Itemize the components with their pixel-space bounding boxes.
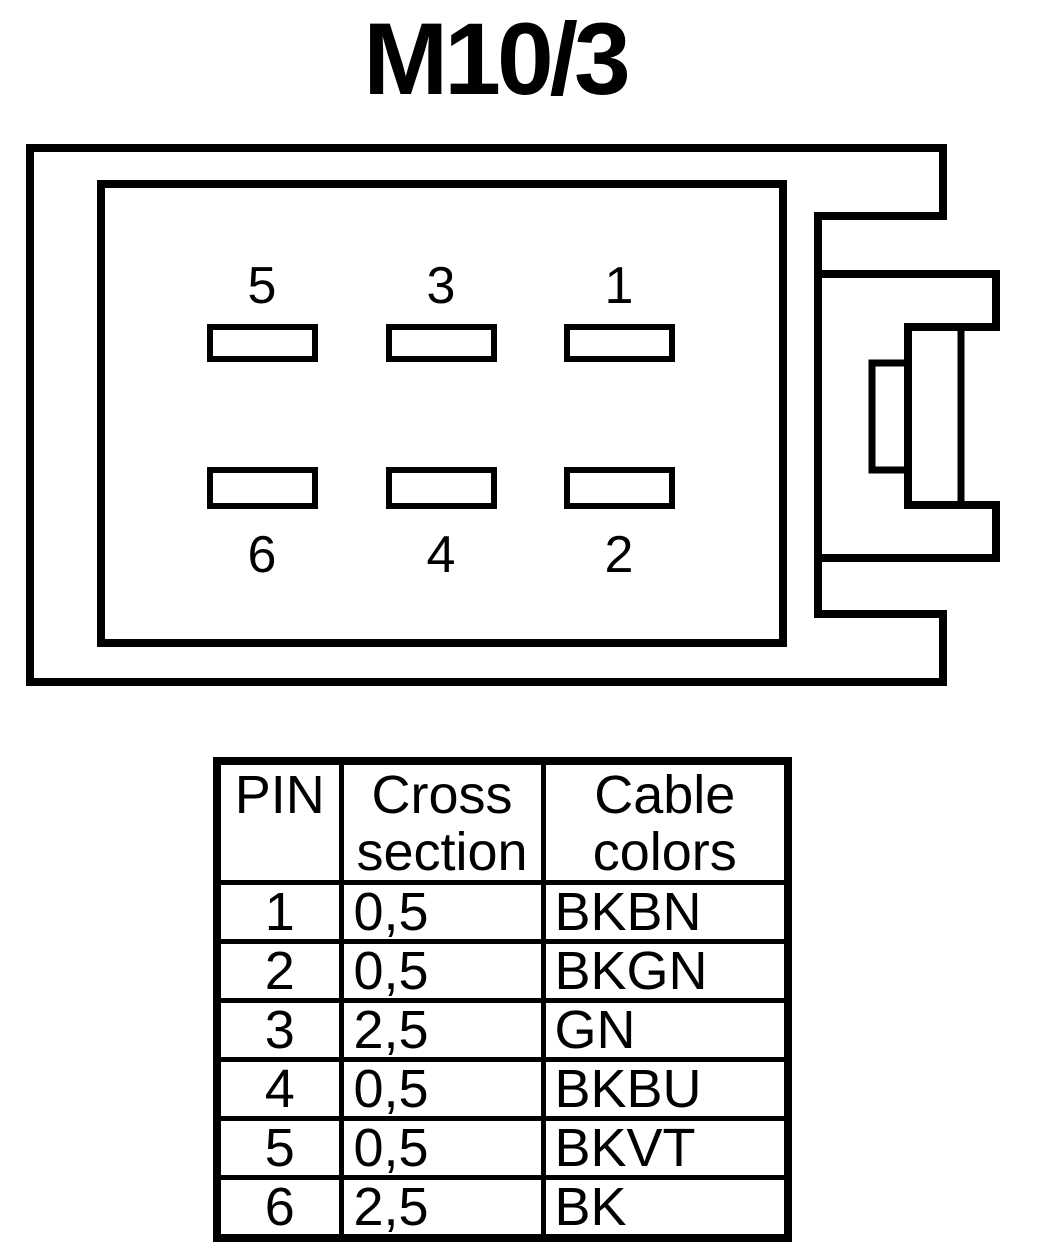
table-row: 1 0,5 BKBN (214, 880, 791, 945)
cell-pin: 6 (214, 1175, 344, 1241)
cell-cable-colors: BKGN (540, 939, 791, 1004)
pin-slot-4 (386, 467, 497, 509)
table-row: 2 0,5 BKGN (214, 939, 791, 1004)
table-row: 4 0,5 BKBU (214, 1057, 791, 1122)
housing-outer-outline (26, 144, 947, 686)
pin-slot-5 (207, 324, 318, 362)
latch-tab (868, 359, 912, 474)
header-cable-colors: Cable colors (540, 758, 791, 886)
table-row: 3 2,5 GN (214, 998, 791, 1063)
cell-cross-section: 2,5 (338, 1175, 546, 1241)
connector-title: M10/3 (363, 2, 631, 116)
cell-cross-section: 0,5 (338, 880, 546, 945)
pin-label-4: 4 (427, 526, 456, 584)
pin-label-1: 1 (605, 257, 634, 315)
pin-slot-3 (386, 324, 497, 362)
cell-pin: 2 (214, 939, 344, 1004)
pin-slot-6 (207, 467, 318, 509)
pin-label-3: 3 (427, 257, 456, 315)
cell-cable-colors: BKBU (540, 1057, 791, 1122)
cell-cable-colors: BKBN (540, 880, 791, 945)
table-row: 5 0,5 BKVT (214, 1116, 791, 1181)
header-cross-section: Cross section (338, 758, 546, 886)
cell-cross-section: 2,5 (338, 998, 546, 1063)
table-row: 6 2,5 BK (214, 1175, 791, 1241)
pin-slot-2 (564, 467, 675, 509)
cell-cable-colors: BKVT (540, 1116, 791, 1181)
table-header-row: PIN Cross section Cable colors (214, 758, 791, 886)
cell-cross-section: 0,5 (338, 1116, 546, 1181)
cell-cable-colors: BK (540, 1175, 791, 1241)
pin-label-5: 5 (248, 257, 277, 315)
cell-pin: 3 (214, 998, 344, 1063)
cell-cross-section: 0,5 (338, 939, 546, 1004)
pin-table: PIN Cross section Cable colors 1 0,5 BKB… (213, 757, 792, 1243)
cell-pin: 4 (214, 1057, 344, 1122)
cell-pin: 1 (214, 880, 344, 945)
pin-label-6: 6 (248, 526, 277, 584)
connector-diagram: 5 3 1 6 4 2 (26, 144, 1000, 686)
cell-pin: 5 (214, 1116, 344, 1181)
cell-cross-section: 0,5 (338, 1057, 546, 1122)
housing-inner-cavity (97, 180, 787, 647)
pin-label-2: 2 (605, 526, 634, 584)
cell-cable-colors: GN (540, 998, 791, 1063)
pin-slot-1 (564, 324, 675, 362)
header-pin: PIN (214, 758, 344, 886)
